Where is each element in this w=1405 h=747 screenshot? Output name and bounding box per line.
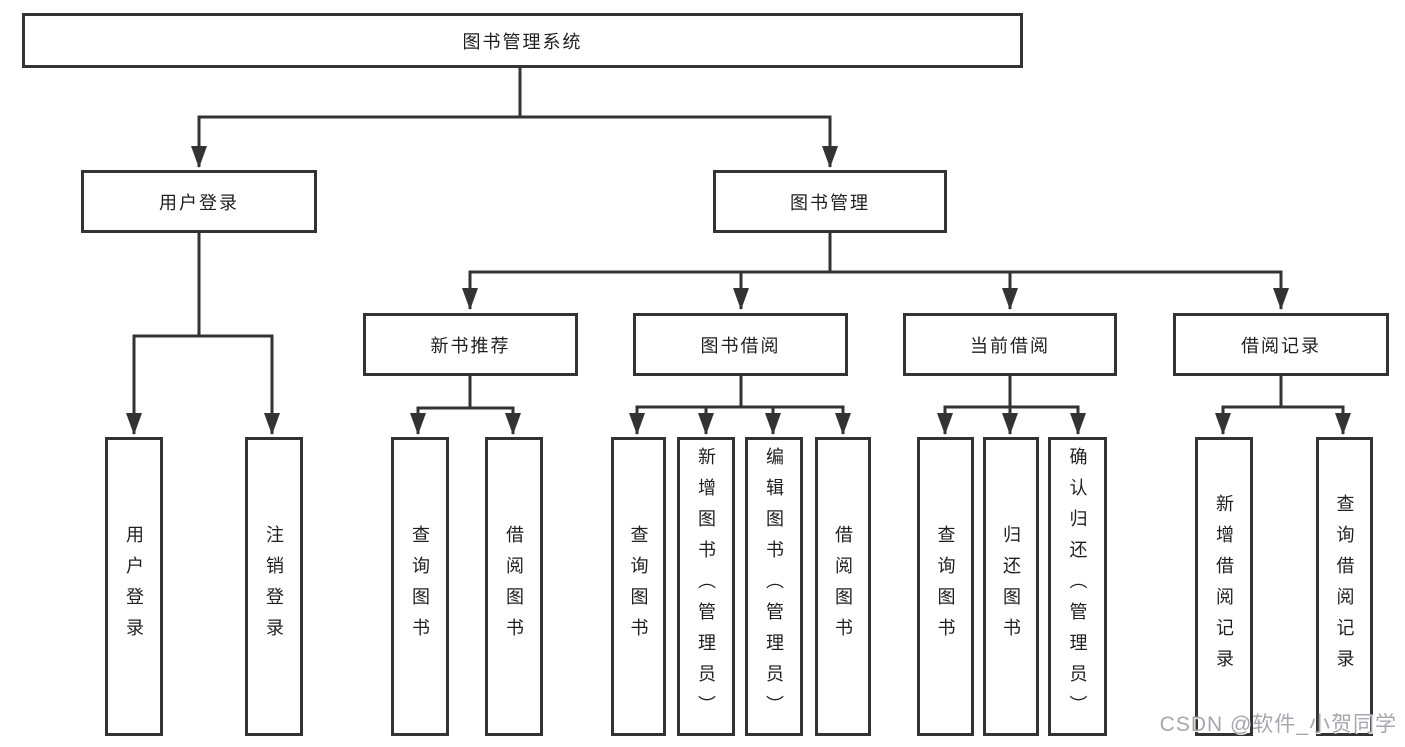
leaf-logout: 注销登录 <box>245 437 303 736</box>
leaf-add-borrow-record: 新增借阅记录 <box>1195 437 1253 736</box>
watermark-text: CSDN @软件_小贺同学 <box>1159 713 1397 736</box>
branch-book-management: 图书管理 <box>713 170 947 233</box>
branch-user-login: 用户登录 <box>81 170 317 233</box>
group-borrow-records: 借阅记录 <box>1173 313 1389 376</box>
leaf-borrow-books-2: 借阅图书 <box>815 437 871 736</box>
leaf-confirm-return-admin: 确认归还（管理员） <box>1048 437 1107 736</box>
leaf-query-borrow-record: 查询借阅记录 <box>1316 437 1373 736</box>
leaf-query-books-2: 查询图书 <box>611 437 666 736</box>
leaf-return-book: 归还图书 <box>983 437 1039 736</box>
leaf-query-books-1: 查询图书 <box>391 437 449 736</box>
leaf-user-login: 用户登录 <box>105 437 163 736</box>
node-root: 图书管理系统 <box>22 13 1023 68</box>
group-new-book-recommend: 新书推荐 <box>363 313 578 376</box>
group-book-borrowing: 图书借阅 <box>633 313 848 376</box>
leaf-add-book-admin: 新增图书（管理员） <box>677 437 735 736</box>
connector-rails <box>132 66 1345 410</box>
leaf-borrow-books-1: 借阅图书 <box>485 437 543 736</box>
group-current-borrowing: 当前借阅 <box>903 313 1117 376</box>
leaf-edit-book-admin: 编辑图书（管理员） <box>745 437 803 736</box>
leaf-query-books-3: 查询图书 <box>917 437 974 736</box>
